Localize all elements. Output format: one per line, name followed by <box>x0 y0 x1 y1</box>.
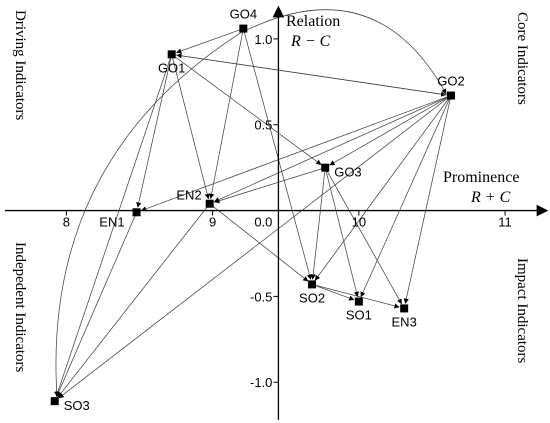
point-label-SO3: SO3 <box>64 398 90 413</box>
point-SO3 <box>50 397 59 406</box>
point-SO2 <box>308 280 317 289</box>
y-axis-title: Relation <box>286 13 340 30</box>
point-SO1 <box>354 297 363 306</box>
point-GO1 <box>167 50 176 59</box>
edge-EN1-SO3 <box>56 215 136 397</box>
x-tick-label-11: 11 <box>498 215 512 230</box>
edge-GO2-GO1 <box>176 53 448 96</box>
point-GO2 <box>446 91 455 100</box>
point-label-GO2: GO2 <box>437 74 464 89</box>
edge-GO1-SO3 <box>55 58 171 397</box>
y-tick-label-0: 0.0 <box>254 215 272 230</box>
edge-GO3-SO1 <box>325 171 359 297</box>
quadrant-label-impact: Impact Indicators <box>514 258 530 364</box>
point-GO4 <box>239 24 248 33</box>
edge-GO2-GO3 <box>329 97 448 166</box>
edge-GO1-EN2 <box>172 58 210 200</box>
point-label-EN1: EN1 <box>99 214 124 229</box>
y-tick-label-0.5: 0.5 <box>254 118 272 133</box>
edge-SO2-EN3 <box>315 285 400 309</box>
point-label-SO1: SO1 <box>346 308 372 323</box>
point-EN1 <box>132 208 141 217</box>
edge-GO3-EN3 <box>326 170 403 305</box>
point-EN3 <box>400 304 409 313</box>
edge-GO4-GO1 <box>176 29 240 54</box>
y-tick-label--0.5: -0.5 <box>250 289 272 304</box>
point-label-EN2: EN2 <box>176 188 201 203</box>
edge-GO2-SO3 <box>58 97 449 399</box>
edge-GO3-EN2 <box>214 168 322 204</box>
edge-GO4-SO3 <box>54 31 242 397</box>
edge-GO2-EN2 <box>214 96 448 203</box>
edge-GO3-SO2 <box>310 171 326 280</box>
edges-layer <box>54 9 451 399</box>
x-tick-label-8: 8 <box>63 215 70 230</box>
edge-GO1-GO3 <box>174 56 322 165</box>
point-GO3 <box>321 163 330 172</box>
quadrant-label-driving: Driving Indicators <box>12 10 28 121</box>
edge-GO4-GO2 <box>246 9 447 95</box>
point-label-EN3: EN3 <box>392 314 417 329</box>
point-label-GO1: GO1 <box>158 60 185 75</box>
edge-GO2-SO2 <box>314 98 449 281</box>
x-axis-title: Prominence <box>443 169 519 186</box>
point-label-SO2: SO2 <box>299 290 325 305</box>
point-label-GO3: GO3 <box>334 165 361 180</box>
edge-SO2-SO1 <box>315 285 355 301</box>
edge-EN2-SO2 <box>212 205 309 282</box>
edge-GO1-EN1 <box>136 58 172 208</box>
x-axis-symbol: R + C <box>470 189 511 206</box>
quadrant-label-independent: Indepedent Indicators <box>12 242 28 373</box>
edge-GO4-SO2 <box>244 32 312 280</box>
point-EN2 <box>205 199 214 208</box>
y-tick-label--1: -1.0 <box>250 375 272 390</box>
x-tick-label-10: 10 <box>352 215 366 230</box>
edge-GO2-EN3 <box>403 99 451 304</box>
x-tick-label-9: 9 <box>209 215 216 230</box>
edge-GO2-EN1 <box>141 96 448 212</box>
y-axis-symbol: R − C <box>290 33 331 50</box>
y-tick-label-1: 1.0 <box>254 32 272 47</box>
point-label-GO4: GO4 <box>230 7 257 22</box>
edge-GO2-SO1 <box>360 99 450 298</box>
quadrant-label-core: Core Indicators <box>514 12 530 105</box>
edge-EN2-SO3 <box>57 206 208 398</box>
edge-GO4-EN2 <box>209 32 243 200</box>
ticks-layer: 8 9 10 11 1.0 0.5 0.0 -0.5 -1.0 <box>63 32 512 390</box>
